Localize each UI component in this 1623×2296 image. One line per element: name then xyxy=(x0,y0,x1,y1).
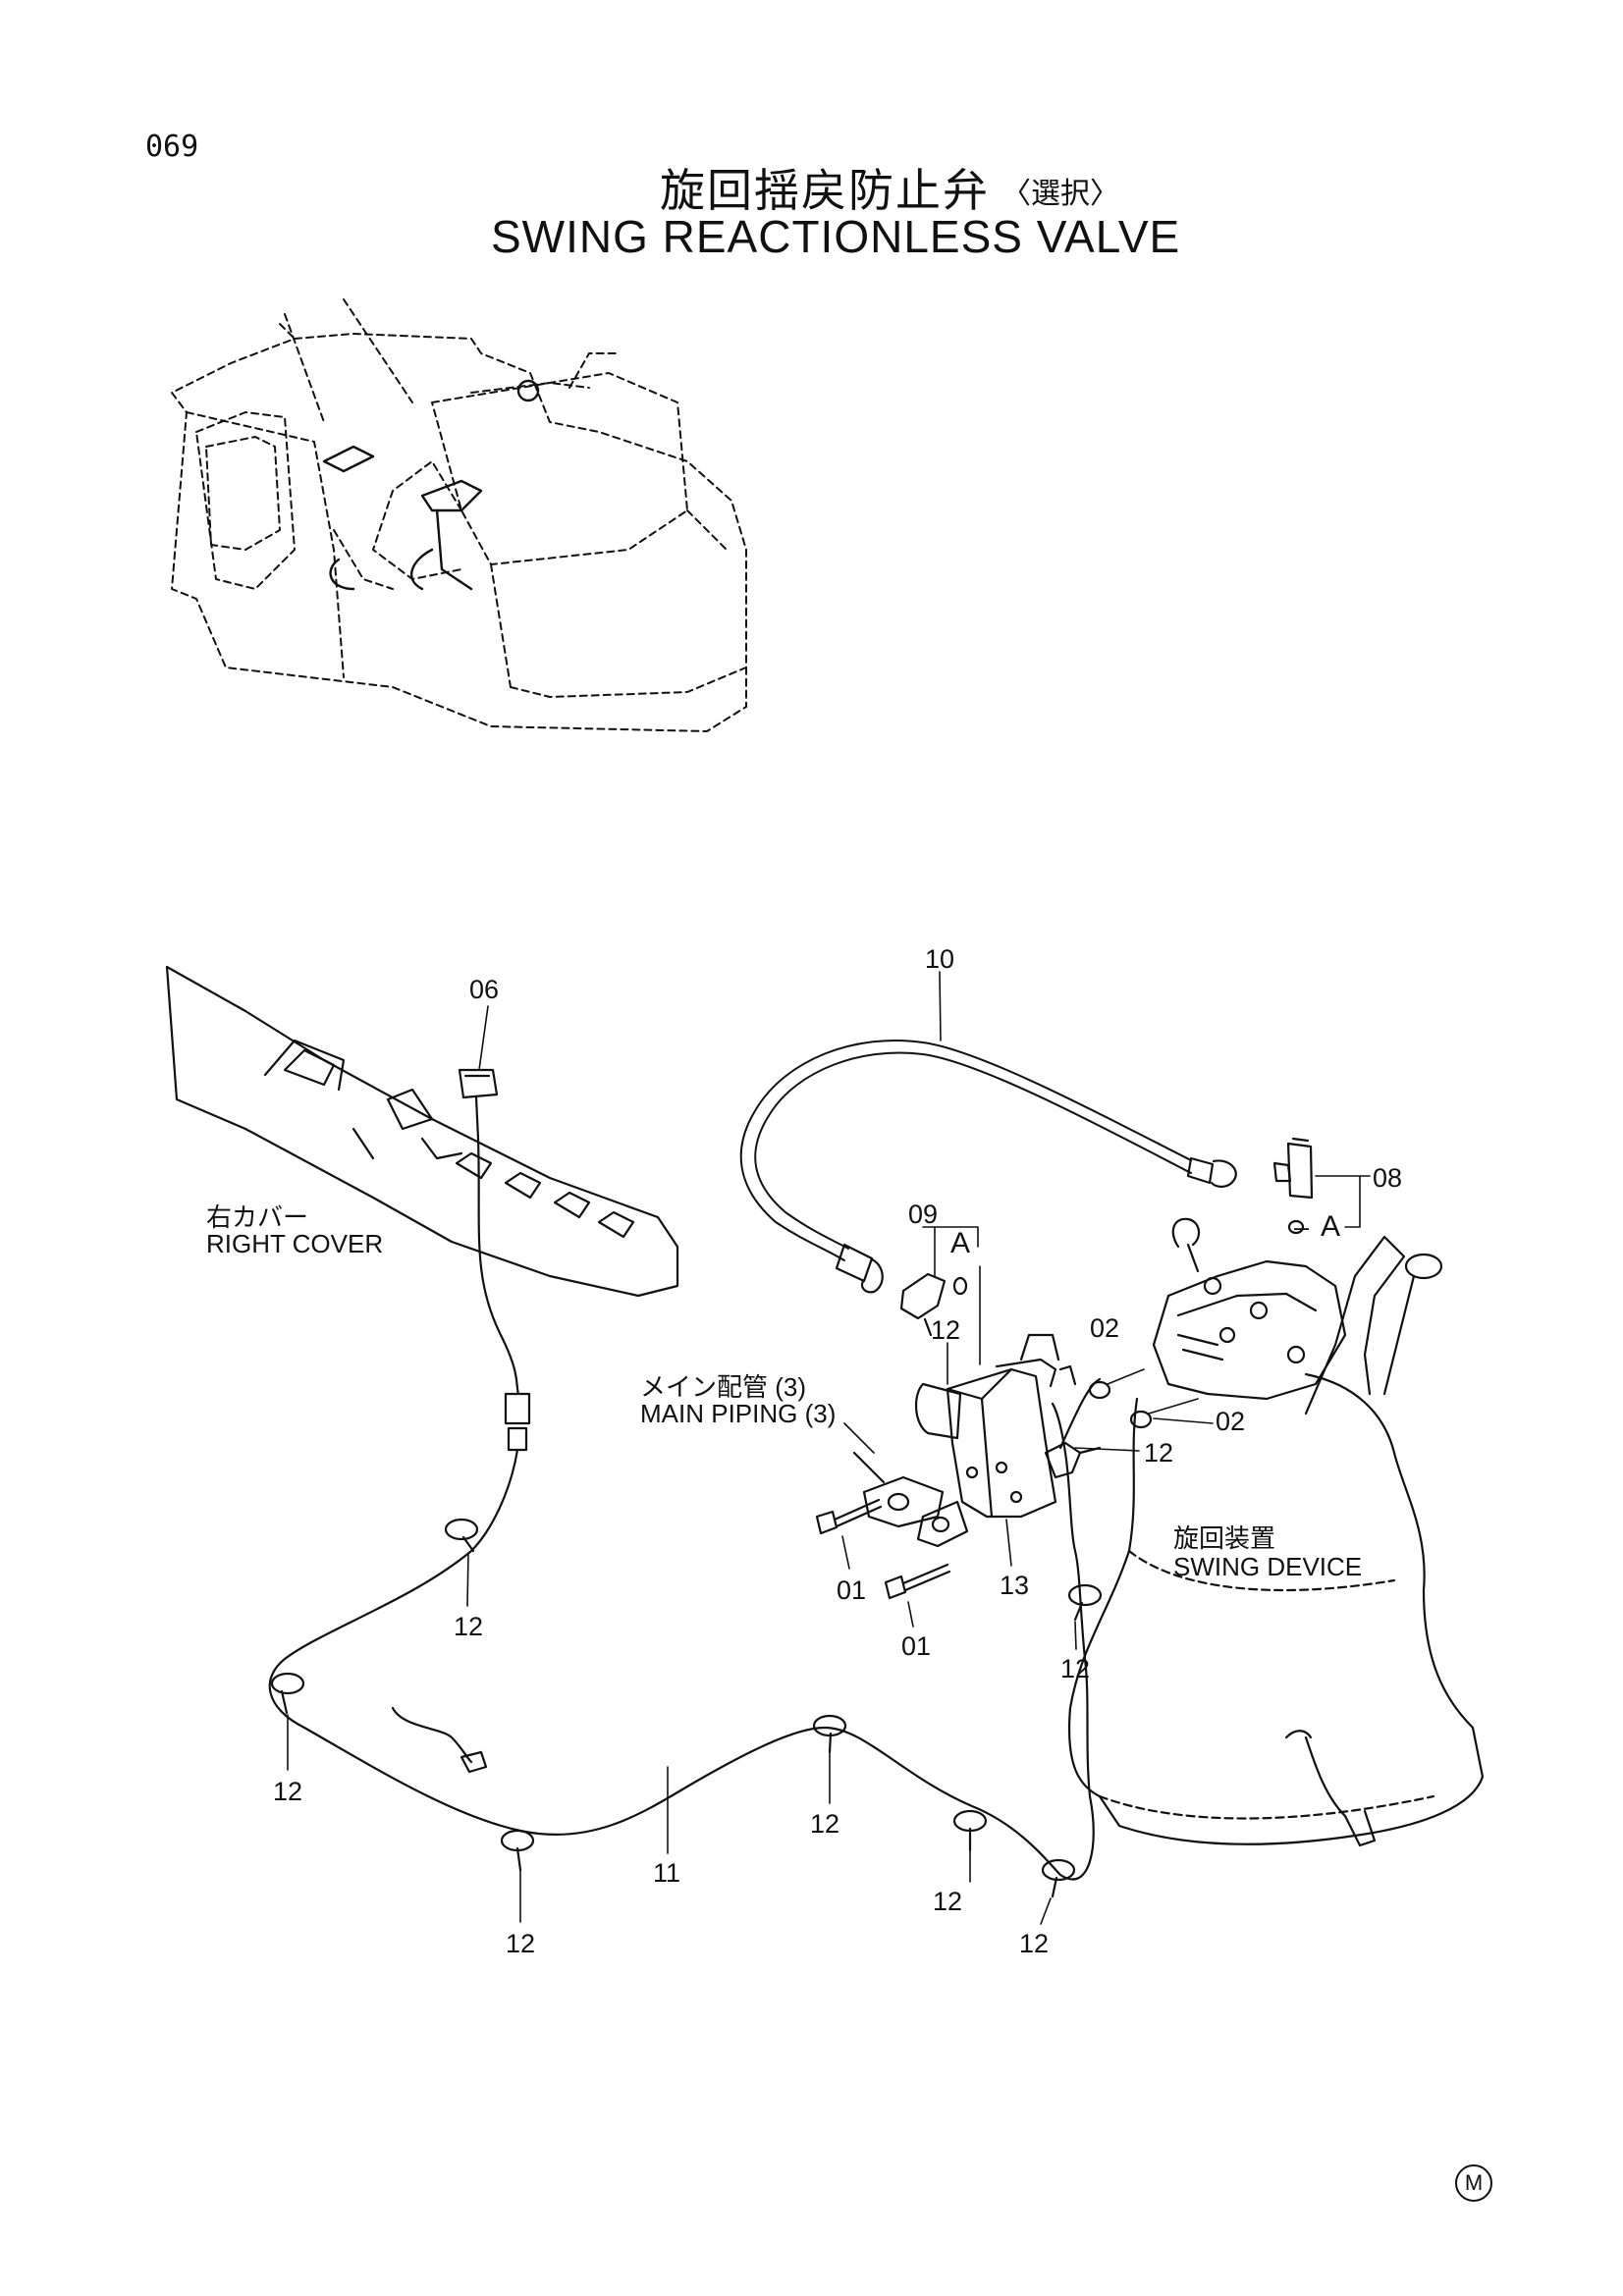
leader-main-piping xyxy=(843,1422,875,1454)
main-piping-label-jp: メイン配管 (3) xyxy=(640,1372,807,1402)
o-rings-02-drawing xyxy=(1088,1380,1153,1429)
callout-01b: 01 xyxy=(901,1631,932,1661)
callout-12-right: 12 xyxy=(1144,1438,1174,1468)
detail-a-label-fitting: A xyxy=(1321,1210,1341,1243)
elbow-09-drawing xyxy=(899,1272,968,1337)
harness-clips-drawing xyxy=(270,1518,1103,1898)
switch-06-drawing xyxy=(458,1068,499,1141)
callout-12-bottom-left: 12 xyxy=(506,1929,536,1958)
right-cover-label-en: RIGHT COVER xyxy=(206,1229,384,1258)
callout-13: 13 xyxy=(1000,1571,1030,1600)
leader-01b xyxy=(907,1601,914,1628)
callout-01a: 01 xyxy=(837,1575,867,1605)
callout-12-swing: 12 xyxy=(1060,1654,1091,1683)
title-english: SWING REACTIONLESS VALVE xyxy=(491,211,1181,262)
leader-02b xyxy=(1148,1398,1214,1424)
leader-08 xyxy=(1315,1175,1371,1228)
dash-a: – xyxy=(1294,1212,1310,1242)
machine-overview-highlight xyxy=(322,379,540,591)
revision-mark: M xyxy=(1455,2164,1492,2202)
right-cover-drawing xyxy=(165,965,679,1298)
callout-11: 11 xyxy=(653,1858,681,1888)
callout-08: 08 xyxy=(1373,1163,1403,1193)
callout-12-valve: 12 xyxy=(931,1315,961,1345)
title-japanese-note: 〈選択〉 xyxy=(1001,177,1119,211)
callout-02a: 02 xyxy=(1090,1313,1120,1343)
fitting-08-drawing xyxy=(1272,1137,1314,1235)
callout-12-lower-middle: 12 xyxy=(933,1887,963,1916)
callout-12-middle: 12 xyxy=(810,1809,840,1839)
title-japanese: 旋回揺戻防止弁 xyxy=(660,164,990,217)
callout-10: 10 xyxy=(925,944,955,974)
swing-device-drawing xyxy=(1068,1217,1485,1847)
swing-device-label-en: SWING DEVICE xyxy=(1173,1552,1363,1581)
leader-10 xyxy=(939,971,942,1041)
reactionless-valve-drawing xyxy=(915,1333,1102,1519)
right-cover-label-jp: 右カバー xyxy=(206,1202,309,1232)
leader-09 xyxy=(922,1226,979,1277)
leader-12-right xyxy=(1074,1447,1140,1452)
leader-02a xyxy=(1107,1368,1145,1385)
leader-01a xyxy=(841,1535,850,1570)
main-piping-label-en: MAIN PIPING (3) xyxy=(640,1399,837,1428)
machine-overview-drawing xyxy=(171,298,747,732)
flanges-drawing xyxy=(852,1451,969,1548)
callout-12-bottom-right: 12 xyxy=(1019,1929,1050,1958)
callout-02b: 02 xyxy=(1216,1407,1246,1436)
hose-10-drawing xyxy=(739,1039,1237,1294)
bolts-01-drawing xyxy=(815,1498,951,1600)
clip-leaders xyxy=(287,1552,1077,1925)
callout-12-left: 12 xyxy=(273,1777,303,1806)
callout-09: 09 xyxy=(908,1200,939,1229)
callout-12-upper: 12 xyxy=(454,1612,484,1641)
swing-device-label-jp: 旋回装置 xyxy=(1173,1523,1276,1553)
leader-06 xyxy=(478,1005,489,1071)
callout-06: 06 xyxy=(469,975,500,1004)
detail-a-label-valve: A xyxy=(950,1227,971,1259)
leader-13 xyxy=(1005,1519,1012,1567)
page-number: 069 xyxy=(145,130,199,164)
